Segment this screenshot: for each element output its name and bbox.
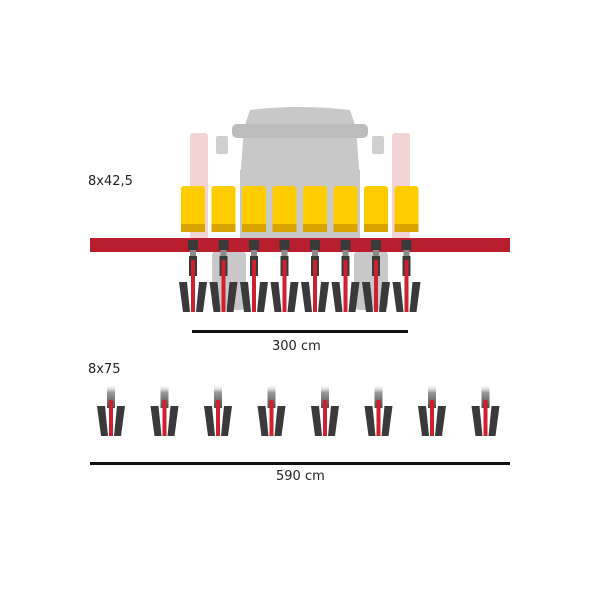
row-unit — [471, 384, 500, 436]
seed-hopper — [181, 186, 205, 232]
row-unit — [240, 240, 268, 312]
row-unit — [257, 384, 286, 436]
seed-hopper — [272, 186, 297, 232]
row-unit — [418, 384, 446, 436]
toolbar-frame — [90, 238, 510, 252]
row-unit — [311, 384, 339, 436]
row-unit — [392, 240, 421, 312]
seed-hopper — [364, 186, 388, 232]
seed-hopper — [242, 186, 266, 232]
row-unit — [209, 240, 238, 312]
folded-row-units — [179, 240, 421, 312]
seed-hopper — [333, 186, 358, 232]
row-unit — [331, 240, 360, 312]
row-unit — [301, 240, 329, 312]
tractor-left-mirror — [216, 136, 228, 154]
folded-dimension-line — [192, 330, 408, 333]
row-unit — [150, 384, 179, 436]
folded-config-label: 8x42,5 — [88, 174, 133, 189]
unfolded-config-label: 8x75 — [88, 362, 121, 377]
seed-hoppers — [181, 186, 419, 232]
unfolded-width-label: 590 cm — [276, 469, 325, 484]
row-unit — [270, 240, 299, 312]
row-unit — [364, 384, 393, 436]
unfolded-dimension-line — [90, 462, 510, 465]
row-unit — [204, 384, 232, 436]
unfolded-row-units — [97, 384, 500, 436]
seed-hopper — [394, 186, 419, 232]
tractor-cab — [240, 107, 360, 180]
row-unit — [97, 384, 125, 436]
seed-hopper — [303, 186, 327, 232]
folded-width-label: 300 cm — [272, 339, 321, 354]
seed-hopper — [211, 186, 236, 232]
row-unit — [179, 240, 207, 312]
row-unit — [362, 240, 390, 312]
tractor-right-mirror — [372, 136, 384, 154]
tractor-roof — [232, 124, 368, 138]
